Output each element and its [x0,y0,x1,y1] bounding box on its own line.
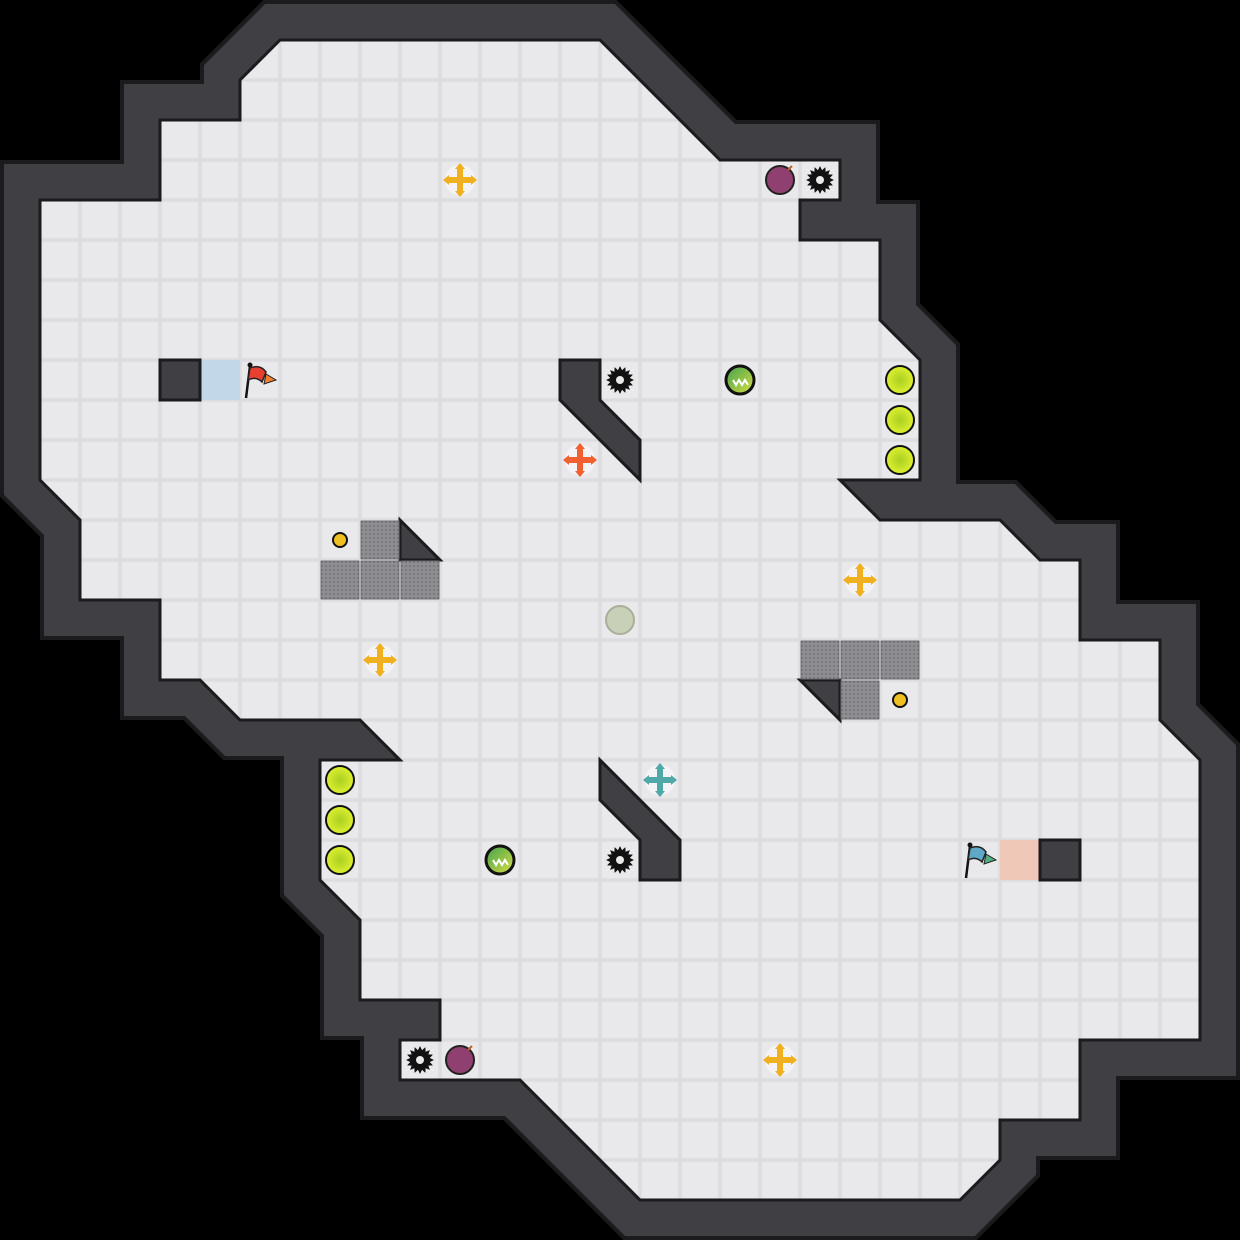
portal-icon [332,532,348,548]
blue-boost-icon [643,763,677,797]
inner-wall [558,358,642,484]
red-endzone-tile [1000,840,1040,880]
yellow-boost-icon [843,563,877,597]
portal-icon [892,692,908,708]
gate-tile [400,560,440,600]
blue-endzone-tile [200,360,240,400]
neutral-marker [605,605,635,635]
jukejuice-icon [484,844,516,876]
gate-tile [840,640,880,680]
gate-tile [360,520,400,560]
yellow-boost-icon [363,643,397,677]
gate-tile [360,560,400,600]
powerup-icon [325,765,355,795]
red-boost-icon [563,443,597,477]
gate-tile [320,560,360,600]
inner-wall [598,756,682,882]
inner-wall [398,516,444,562]
inner-wall [158,358,202,402]
inner-wall [1038,838,1082,882]
spike-icon [406,1046,434,1074]
spike-icon [606,366,634,394]
gate-tile [840,680,880,720]
bomb-icon [445,1045,475,1075]
yellow-boost-icon [763,1043,797,1077]
red-flag-icon [244,362,278,399]
powerup-icon [325,845,355,875]
powerup-icon [325,805,355,835]
blue-flag-icon [964,842,998,879]
jukejuice-icon [724,364,756,396]
inner-wall [796,678,842,724]
yellow-boost-icon [443,163,477,197]
gate-tile [800,640,840,680]
powerup-icon [885,365,915,395]
spike-icon [806,166,834,194]
powerup-icon [885,405,915,435]
bomb-icon [765,165,795,195]
powerup-icon [885,445,915,475]
spike-icon [606,846,634,874]
gate-tile [880,640,920,680]
